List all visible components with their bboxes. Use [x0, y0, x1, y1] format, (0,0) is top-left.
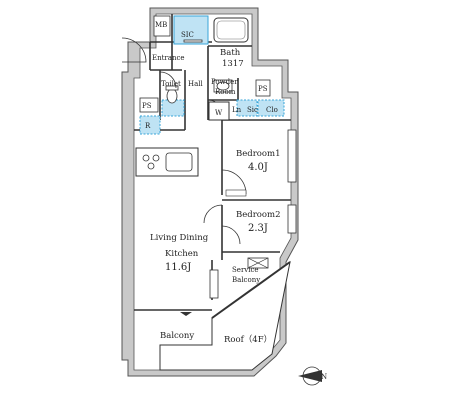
entrance-label: Entrance: [152, 54, 185, 62]
bath-label: Bath: [220, 48, 241, 58]
bedroom2-label: Bedroom2: [236, 210, 280, 220]
kitchen-counter: [135, 147, 199, 177]
mb-label: MB: [155, 21, 167, 29]
ps-top-label: PS: [258, 85, 268, 93]
room-labels: MB SIC Bath 1317 Entrance Toilet Hall Po…: [142, 21, 327, 381]
bathtub: [213, 17, 249, 43]
w-label: W: [215, 109, 223, 117]
service-label-2: Balcony: [232, 276, 260, 284]
powder-label: Powder: [211, 78, 238, 86]
clo-label: Clo: [266, 106, 278, 114]
storage-areas: [139, 15, 285, 135]
fixtures: [165, 39, 233, 104]
bedroom2-size-label: 2.3J: [248, 223, 268, 234]
sic2-label: Sic: [247, 106, 258, 114]
north-label: N: [321, 373, 327, 381]
bedroom1-label: Bedroom1: [236, 149, 280, 159]
bath-size-label: 1317: [222, 59, 244, 69]
balcony-label: Balcony: [160, 331, 194, 341]
roof-area: [159, 260, 291, 371]
north-arrow: [298, 366, 322, 386]
r-label: R: [145, 122, 151, 130]
toilet-label: Toilet: [161, 80, 181, 88]
sic-label: SIC: [181, 31, 194, 39]
living-label-1: Living Dining: [150, 233, 209, 243]
ln-label: Ln: [232, 106, 242, 114]
living-label-2: Kitchen: [165, 249, 199, 259]
roof-label: Roof（4F）: [224, 334, 272, 345]
ps-left-label: PS: [142, 102, 152, 110]
bedroom1-size-label: 4.0J: [248, 162, 268, 173]
powder-room-label: Room: [215, 88, 236, 96]
hall-label: Hall: [188, 80, 204, 88]
living-size-label: 11.6J: [165, 262, 191, 273]
service-label-1: Service: [232, 266, 259, 274]
misc-boxes: [139, 15, 297, 316]
